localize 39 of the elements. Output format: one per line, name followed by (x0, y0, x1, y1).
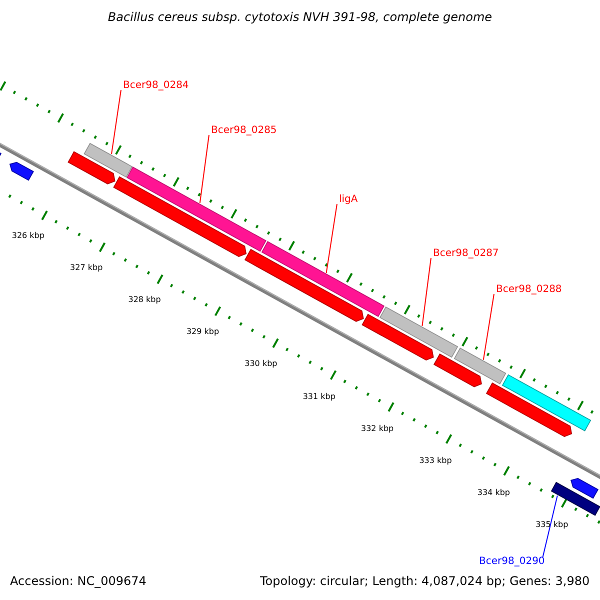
gene-label: Bcer98_0287 (433, 248, 499, 260)
gene-feature (362, 314, 434, 361)
scale-label: 331 kbp (302, 390, 336, 403)
gene-label: Bcer98_0290 (479, 556, 545, 568)
gene-feature (486, 382, 572, 438)
gene-label: ligA (339, 194, 358, 206)
gene-bar (379, 306, 458, 358)
gene-bar (502, 374, 592, 432)
gene-bar (550, 482, 600, 516)
leader-line (111, 90, 122, 155)
gene-label: Bcer98_0288 (496, 284, 562, 296)
gene-label: Bcer98_0284 (123, 80, 189, 92)
scale-label: 330 kbp (244, 358, 278, 370)
leader-line (422, 258, 432, 326)
genome-summary-text: Topology: circular; Length: 4,087,024 bp; Genes: 3,980 (260, 575, 590, 587)
gene-bar (454, 348, 506, 384)
leader-line (326, 204, 338, 274)
scale-label: 332 kbp (361, 422, 394, 435)
gene-label: Bcer98_0285 (211, 125, 277, 137)
gene-feature (433, 353, 482, 388)
leader-line (482, 294, 494, 360)
scale-label: 328 kbp (128, 294, 161, 306)
gene-feature (570, 478, 599, 499)
gene-feature (113, 176, 247, 258)
gene-feature (244, 248, 364, 322)
title: Bacillus cereus subsp. cytotoxis NVH 391-98, complete genome (106, 11, 494, 23)
gene-bar (126, 166, 266, 252)
scale-label: 335 kbp (536, 519, 568, 532)
scale-label: 334 kbp (477, 487, 510, 500)
accession-text: Accession: NC_009674 (10, 575, 146, 587)
gene-bar (261, 241, 385, 318)
scale-label: 333 kbp (419, 454, 452, 467)
scale-label: 329 kbp (186, 326, 220, 338)
gene-bar (84, 142, 133, 178)
gene-feature (9, 162, 34, 181)
scale-label: 327 kbp (70, 262, 103, 274)
leader-line (542, 495, 558, 558)
gene-feature (68, 151, 116, 184)
scale-label: 326 kbp (12, 230, 44, 242)
